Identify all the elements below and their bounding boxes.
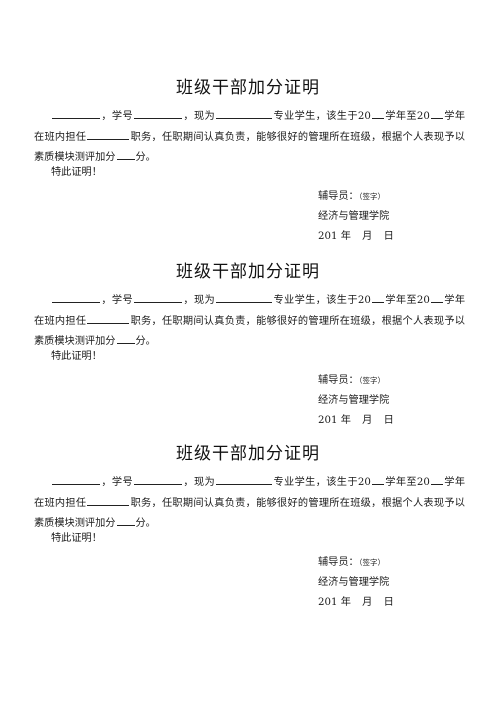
date-day-label: 日	[383, 597, 394, 608]
signature-block: 辅导员：（签字） 经济与管理学院 201 年 月 日	[318, 371, 394, 431]
date-year-prefix: 201	[318, 231, 338, 242]
counselor-signature-row[interactable]: 辅导员：（签字）	[318, 187, 394, 207]
counselor-label: 辅导员：	[318, 375, 359, 386]
body-text-student: 专业学生，该生于20	[273, 111, 371, 122]
body-text-fen: 分。	[135, 518, 156, 529]
date-year-label: 年	[340, 597, 351, 608]
date-row: 201 年 月 日	[318, 593, 394, 613]
closing-text: 特此证明！	[51, 533, 102, 544]
body-text-in-class: 学年在班内担任	[34, 295, 466, 327]
body-text-student: 专业学生，该生于20	[273, 295, 371, 306]
position-blank[interactable]	[87, 311, 130, 324]
date-row: 201 年 月 日	[318, 411, 394, 431]
body-text-student-id: ，学号	[101, 477, 134, 488]
body-text-year-to: 学年至20	[384, 477, 430, 488]
end-year-blank[interactable]	[430, 472, 443, 485]
body-text-now: ，现为	[183, 477, 216, 488]
body-text-in-class: 学年在班内担任	[34, 477, 466, 509]
counselor-signature-row[interactable]: 辅导员：（签字）	[318, 371, 394, 391]
date-year-prefix: 201	[318, 597, 338, 608]
start-year-blank[interactable]	[371, 106, 384, 119]
date-month-label: 月	[362, 231, 373, 242]
date-year-label: 年	[340, 231, 351, 242]
start-year-blank[interactable]	[371, 290, 384, 303]
signature-hint: （签字）	[358, 376, 385, 385]
name-blank[interactable]	[52, 290, 100, 303]
counselor-label: 辅导员：	[318, 191, 359, 202]
body-text-year-to: 学年至20	[384, 111, 430, 122]
name-blank[interactable]	[52, 472, 100, 485]
school-name: 经济与管理学院	[318, 395, 390, 406]
counselor-signature-row[interactable]: 辅导员：（签字）	[318, 553, 394, 573]
signature-hint: （签字）	[358, 558, 385, 567]
date-row: 201 年 月 日	[318, 227, 394, 247]
signature-block: 辅导员：（签字） 经济与管理学院 201 年 月 日	[318, 187, 394, 247]
closing-text: 特此证明！	[51, 351, 102, 362]
body-text-student: 专业学生，该生于20	[273, 477, 371, 488]
counselor-label: 辅导员：	[318, 557, 359, 568]
body-text-duty: 职务，任职期间认真负责，能够很好的管理所在班级，根据个人表现予以素质模块测评加分	[34, 497, 465, 530]
certificate-title: 班级干部加分证明	[176, 444, 320, 464]
date-day-label: 日	[383, 231, 394, 242]
body-text-fen: 分。	[135, 152, 156, 163]
certificate-title: 班级干部加分证明	[176, 262, 320, 282]
score-blank[interactable]	[116, 147, 135, 160]
body-text-now: ，现为	[183, 111, 216, 122]
student-id-blank[interactable]	[134, 472, 183, 485]
position-blank[interactable]	[87, 127, 130, 140]
major-blank[interactable]	[216, 472, 273, 485]
score-blank[interactable]	[116, 331, 135, 344]
date-day-label: 日	[383, 415, 394, 426]
major-blank[interactable]	[216, 290, 273, 303]
body-text-in-class: 学年在班内担任	[34, 111, 466, 143]
score-blank[interactable]	[116, 513, 135, 526]
closing-text: 特此证明！	[51, 167, 102, 178]
signature-hint: （签字）	[358, 192, 385, 201]
date-month-label: 月	[362, 415, 373, 426]
date-month-label: 月	[362, 597, 373, 608]
certificate-title: 班级干部加分证明	[176, 78, 320, 98]
body-text-now: ，现为	[183, 295, 216, 306]
major-blank[interactable]	[216, 106, 273, 119]
school-name: 经济与管理学院	[318, 577, 390, 588]
body-text-fen: 分。	[135, 336, 156, 347]
body-text-duty: 职务，任职期间认真负责，能够很好的管理所在班级，根据个人表现予以素质模块测评加分	[34, 131, 465, 164]
body-text-student-id: ，学号	[101, 111, 134, 122]
end-year-blank[interactable]	[430, 106, 443, 119]
name-blank[interactable]	[52, 106, 100, 119]
body-text-duty: 职务，任职期间认真负责，能够很好的管理所在班级，根据个人表现予以素质模块测评加分	[34, 315, 465, 348]
student-id-blank[interactable]	[134, 106, 183, 119]
school-name: 经济与管理学院	[318, 211, 390, 222]
student-id-blank[interactable]	[134, 290, 183, 303]
end-year-blank[interactable]	[430, 290, 443, 303]
date-year-prefix: 201	[318, 415, 338, 426]
signature-block: 辅导员：（签字） 经济与管理学院 201 年 月 日	[318, 553, 394, 613]
position-blank[interactable]	[87, 493, 130, 506]
date-year-label: 年	[340, 415, 351, 426]
body-text-year-to: 学年至20	[384, 295, 430, 306]
body-text-student-id: ，学号	[101, 295, 134, 306]
start-year-blank[interactable]	[371, 472, 384, 485]
